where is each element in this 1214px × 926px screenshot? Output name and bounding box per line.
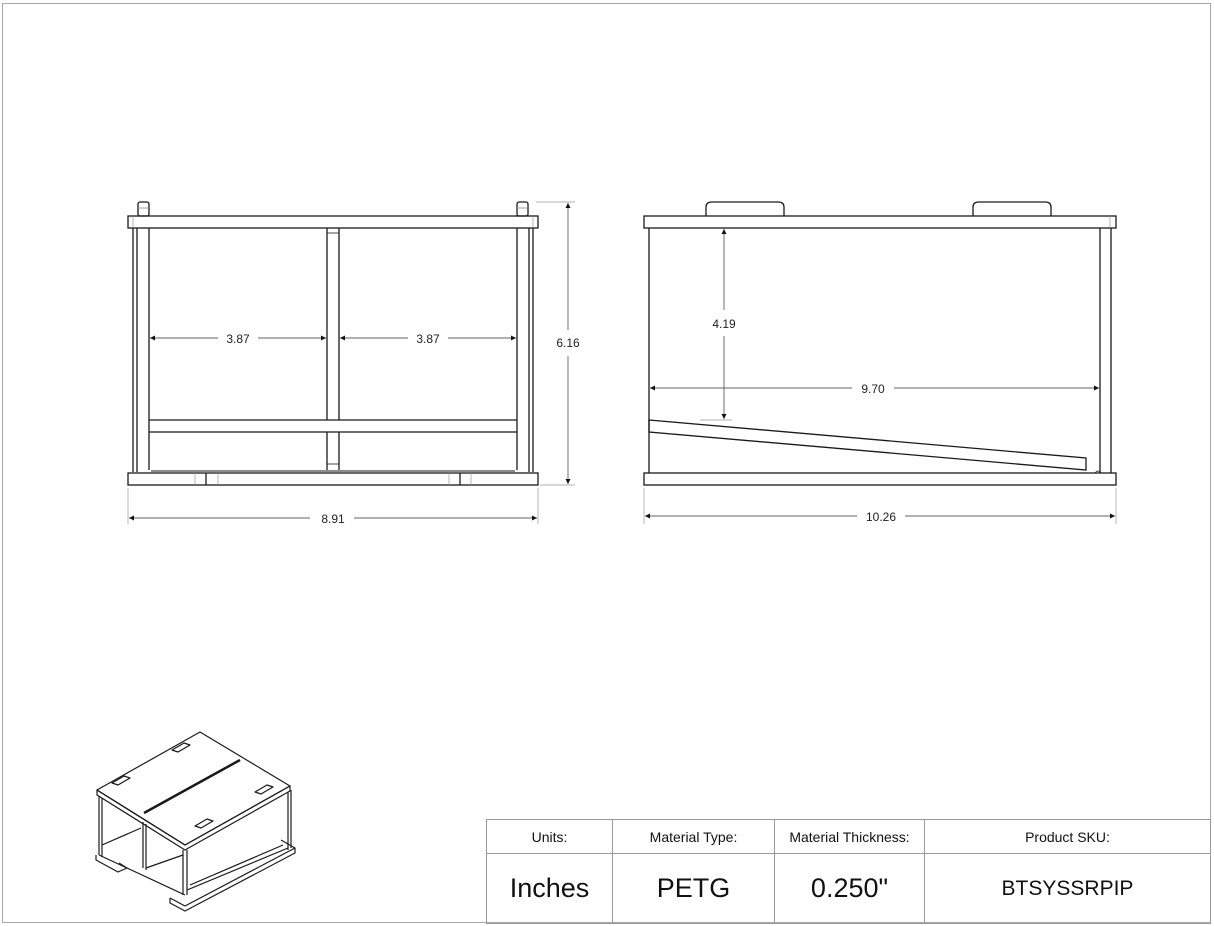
dim-overall-height: 6.16 — [556, 336, 580, 350]
dim-right-bay-width: 3.87 — [416, 332, 440, 346]
units-label: Units: — [486, 819, 613, 854]
units-value: Inches — [486, 853, 613, 924]
front-view — [127, 201, 539, 486]
dim-inner-length: 9.70 — [861, 382, 885, 396]
front-view-dimensions — [127, 201, 575, 524]
product-sku-value: BTSYSSRPIP — [924, 853, 1211, 924]
dim-left-bay-width: 3.87 — [226, 332, 250, 346]
isometric-view — [95, 731, 296, 912]
dim-overall-length: 10.26 — [866, 510, 896, 524]
material-thickness-value: 0.250" — [774, 853, 925, 924]
material-type-label: Material Type: — [612, 819, 775, 854]
material-thickness-label: Material Thickness: — [774, 819, 925, 854]
side-view-dimensions — [643, 229, 1117, 524]
title-block: Units: Material Type: Material Thickness… — [486, 819, 1211, 924]
dim-overall-width: 8.91 — [321, 512, 345, 526]
material-type-value: PETG — [612, 853, 775, 924]
dim-ramp-clearance: 4.19 — [712, 317, 736, 331]
product-sku-label: Product SKU: — [924, 819, 1211, 854]
side-view — [643, 201, 1117, 486]
